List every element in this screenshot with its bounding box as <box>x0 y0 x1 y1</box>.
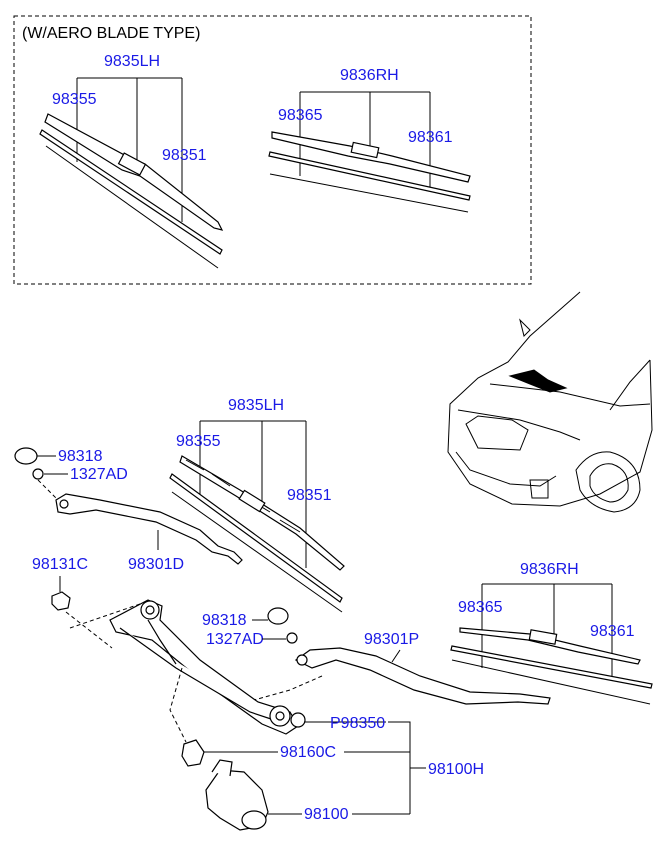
lh-cap-nut-group: 98318 1327AD <box>14 447 128 483</box>
main-rh-refill-strip <box>450 645 653 689</box>
main-lh-blade-group: 9835LH 98355 98351 <box>169 397 345 613</box>
aero-blade-inset: (W/AERO BLADE TYPE) 9835LH 98355 98351 9… <box>13 15 532 285</box>
bracket-group: 98160C <box>181 739 410 767</box>
bolt <box>51 591 71 611</box>
inset-rh-refill-label: 98361 <box>408 129 453 146</box>
main-rh-refill-label: 98361 <box>590 623 635 640</box>
inset-lh-refill-strip <box>39 129 223 255</box>
inset-rh-blade-connector <box>350 141 380 159</box>
motor-assy-label: 98100H <box>428 761 484 778</box>
main-lh-refill-strip <box>169 473 343 603</box>
motor-label: 98100 <box>304 806 349 823</box>
rh-cap-nut-group: 98318 1327AD <box>202 607 298 648</box>
inset-lh-assy-label: 9835LH <box>104 53 160 70</box>
main-lh-blade-label: 98355 <box>176 433 221 450</box>
bracket <box>181 739 205 767</box>
inset-title: (W/AERO BLADE TYPE) <box>22 25 200 42</box>
rh-cap-label: 98318 <box>202 612 247 629</box>
bolt-group: 98131C <box>32 556 141 649</box>
vehicle-wiper-location <box>508 369 568 393</box>
vehicle-illustration <box>447 291 653 513</box>
lh-cap-label: 98318 <box>58 448 103 465</box>
main-lh-assy-label: 9835LH <box>228 397 284 414</box>
main-rh-blade-connector <box>528 629 558 645</box>
rh-arm-label: 98301P <box>364 631 419 648</box>
rh-nut <box>286 632 298 644</box>
rh-arm-group: 98301P <box>253 631 551 705</box>
inset-lh-blade-group: 9835LH 98355 98351 <box>39 53 224 269</box>
inset-rh-refill-strip <box>268 151 471 201</box>
rh-nut-label: 1327AD <box>206 631 264 648</box>
main-rh-blade-group: 9836RH 98365 98361 <box>450 561 653 705</box>
rh-wiper-arm <box>294 647 551 705</box>
lh-wiper-arm <box>55 493 243 565</box>
inset-lh-blade-connector <box>117 152 147 176</box>
main-lh-refill-label: 98351 <box>287 487 332 504</box>
inset-lh-rubber-strip <box>45 145 219 269</box>
inset-rh-assy-label: 9836RH <box>340 67 399 84</box>
lh-arm-group: 98301D <box>37 479 243 573</box>
main-lh-rubber-strip <box>171 491 343 613</box>
inset-border <box>13 15 532 285</box>
linkage-motor-crank <box>290 712 306 728</box>
main-rh-blade-label: 98365 <box>458 599 503 616</box>
inset-lh-blade-label: 98355 <box>52 91 97 108</box>
inset-rh-rubber-strip <box>269 173 469 213</box>
lh-nut-label: 1327AD <box>70 466 128 483</box>
main-rh-rubber-strip <box>451 659 651 705</box>
motor-group: 98100 98100H <box>205 759 484 831</box>
inset-rh-blade-label: 98365 <box>278 107 323 124</box>
main-rh-assy-label: 9836RH <box>520 561 579 578</box>
rh-cap <box>267 607 289 625</box>
main-lh-blade-connector <box>238 489 266 513</box>
linkage-group: P98350 <box>109 599 411 814</box>
lh-arm-label: 98301D <box>128 556 184 573</box>
linkage-label: P98350 <box>330 715 385 732</box>
bolt-label: 98131C <box>32 556 88 573</box>
lh-cap <box>14 447 38 465</box>
lh-nut <box>32 468 44 480</box>
bracket-label: 98160C <box>280 744 336 761</box>
inset-rh-blade-group: 9836RH 98365 98361 <box>268 67 471 213</box>
inset-lh-refill-label: 98351 <box>162 147 207 164</box>
